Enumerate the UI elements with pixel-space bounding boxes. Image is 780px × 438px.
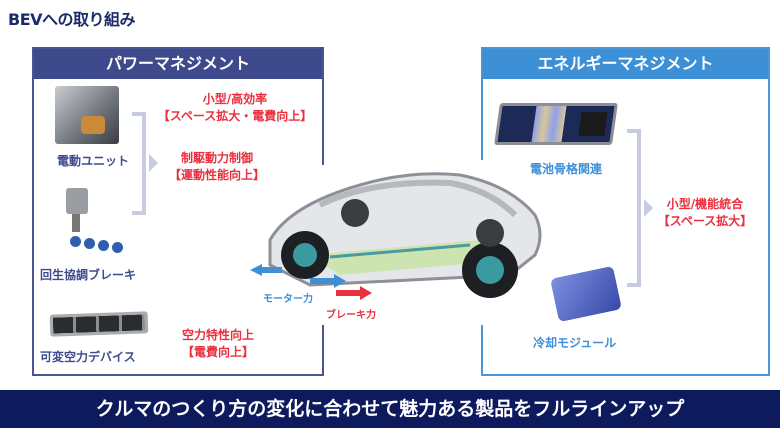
benefit-drive-control: 制駆動力制御 【運動性能向上】 [162, 150, 272, 184]
brake-force-arrow-icon [336, 286, 372, 300]
benefit-line: 小型/高効率 [202, 92, 268, 106]
energy-management-header: エネルギーマネジメント [483, 49, 768, 79]
benefit-line: 【スペース拡大・電費向上】 [157, 109, 313, 123]
bracket [132, 112, 146, 215]
summary-banner: クルマのつくり方の変化に合わせて魅力ある製品をフルラインアップ [0, 390, 780, 428]
benefit-line: 【スペース拡大】 [657, 214, 753, 228]
bev-car-illustration [268, 172, 542, 298]
motor-force-label: モーター力 [263, 294, 313, 305]
power-management-panel: パワーマネジメント [32, 47, 324, 376]
power-management-header: パワーマネジメント [34, 49, 322, 79]
cooling-module-label: 冷却モジュール [533, 336, 617, 350]
active-aero-device-label: 可変空力デバイス [40, 350, 136, 364]
regenerative-brake-image [62, 188, 128, 258]
page-title: BEVへの取り組み [8, 10, 136, 29]
battery-frame-image [494, 103, 618, 145]
motor-force-arrow-right-icon [310, 274, 346, 288]
benefit-line: 【運動性能向上】 [168, 168, 265, 182]
benefit-line: 【電費向上】 [181, 345, 254, 359]
electric-unit-label: 電動ユニット [57, 154, 130, 168]
benefit-compact-integration: 小型/機能統合 【スペース拡大】 [655, 196, 755, 230]
force-arrows [250, 264, 372, 300]
battery-frame-label: 電池骨格関連 [530, 162, 603, 176]
benefit-aero: 空力特性向上 【電費向上】 [168, 327, 268, 361]
energy-management-panel: エネルギーマネジメント [481, 47, 770, 376]
benefit-line: 空力特性向上 [181, 328, 254, 342]
active-aero-device-image [49, 311, 149, 337]
benefit-compact-efficiency: 小型/高効率 【スペース拡大・電費向上】 [150, 91, 320, 125]
bracket [627, 129, 641, 287]
motor-force-arrow-left-icon [250, 264, 282, 276]
bracket-arrow-icon [644, 199, 653, 217]
benefit-line: 小型/機能統合 [666, 197, 744, 211]
regenerative-brake-label: 回生協調ブレーキ [40, 268, 137, 282]
electric-unit-image [55, 86, 119, 144]
bracket-arrow-icon [149, 154, 158, 172]
brake-force-label: ブレーキ力 [326, 310, 376, 321]
benefit-line: 制駆動力制御 [180, 151, 253, 165]
